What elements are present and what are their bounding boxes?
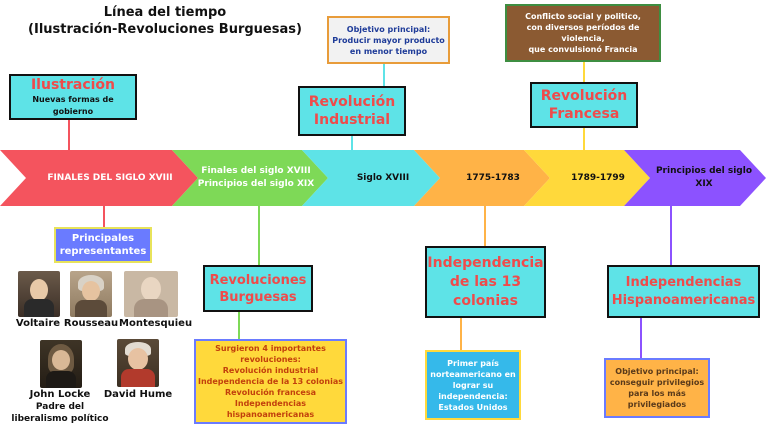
revolucion-francesa-title-2: Francesa xyxy=(548,106,620,122)
representantes-box: Principales representantes xyxy=(54,227,152,263)
timeline-segment-6 xyxy=(624,150,766,206)
revolucion-industrial-title-2: Industrial xyxy=(313,112,391,128)
revoluciones-burguesas-title-2: Burguesas xyxy=(219,289,297,305)
rousseau-portrait xyxy=(70,271,112,317)
timeline-label-5-text: 1789-1799 xyxy=(571,172,625,183)
conflicto-line-4: que convulsionó Francia xyxy=(528,45,638,54)
hispano-detail-4: privilegiados xyxy=(627,400,687,409)
john-locke-desc-1: Padre del xyxy=(35,402,85,412)
burguesas-detail-7: hispanoamericanas xyxy=(226,410,315,419)
burguesas-detail-6: Independencias xyxy=(234,399,307,408)
connector-conflicto xyxy=(583,62,585,82)
independencia-13-detail-2: norteamericano en xyxy=(430,369,516,379)
hispano-title-2: Hispanoamericanas xyxy=(611,292,756,308)
timeline-label-4-text: 1775-1783 xyxy=(466,172,520,183)
timeline-label-2: Finales del siglo XVIII Principios del s… xyxy=(190,150,322,206)
conflicto-line-2: con diversos períodos de xyxy=(526,23,640,32)
revoluciones-burguesas-title-1: Revoluciones xyxy=(209,272,307,288)
revolucion-industrial-box: Revolución Industrial xyxy=(298,86,406,136)
timeline-segment-4 xyxy=(414,150,550,206)
connector-industrial xyxy=(351,136,353,150)
hispano-detail-1: Objetivo principal: xyxy=(615,367,699,376)
montesquieu-portrait xyxy=(124,271,178,317)
timeline-label-3: Siglo XVIII xyxy=(328,150,438,206)
connector-representantes xyxy=(103,205,105,227)
independencia-13-title-1: Independencia xyxy=(427,254,544,271)
timeline-label-1-text: FINALES DEL SIGLO XVIII xyxy=(47,172,173,183)
connector-ilustracion xyxy=(68,120,70,150)
conflicto-line-3: violencia, xyxy=(561,34,605,43)
timeline-label-6: Principios del siglo XIX xyxy=(648,150,760,206)
timeline-segment-1 xyxy=(0,150,198,206)
objetivo-industrial-line-1: Objetivo principal: xyxy=(346,24,431,34)
independencia-13-title-2: de las 13 xyxy=(449,273,522,290)
burguesas-detail-box: Surgieron 4 importantes revoluciones: Re… xyxy=(194,339,347,424)
page-title: Línea del tiempo (Ilustración-Revolucion… xyxy=(0,4,330,38)
title-line-2: (Ilustración-Revoluciones Burguesas) xyxy=(28,22,302,37)
voltaire-portrait xyxy=(18,271,60,317)
timeline-label-3-text: Siglo XVIII xyxy=(356,172,410,183)
burguesas-detail-2: revoluciones: xyxy=(240,355,301,364)
timeline-segment-5 xyxy=(524,150,650,206)
independencia-13-detail-3: lograr su xyxy=(452,380,494,390)
timeline-label-5: 1789-1799 xyxy=(550,150,646,206)
hispano-detail-box: Objetivo principal: conseguir privilegio… xyxy=(604,358,710,418)
timeline-arrow xyxy=(0,150,766,206)
connector-independencia-detail xyxy=(460,318,462,350)
montesquieu-name: Montesquieu xyxy=(119,318,193,329)
independencia-13-title-3: colonias xyxy=(453,292,518,309)
timeline-label-6-line-2: XIX xyxy=(695,179,713,189)
independencia-13-box: Independencia de las 13 colonias xyxy=(425,246,546,318)
voltaire-name: Voltaire xyxy=(15,318,61,329)
burguesas-detail-3: Revolución industrial xyxy=(222,366,319,375)
timeline-segment-2 xyxy=(172,150,328,206)
ilustracion-subtitle: Nuevas formas de gobierno xyxy=(32,95,114,116)
conflicto-line-1: Conflicto social y politico, xyxy=(525,12,641,21)
burguesas-detail-5: Revolución francesa xyxy=(224,388,317,397)
timeline-label-1: FINALES DEL SIGLO XVIII xyxy=(30,150,190,206)
connector-hispano-detail xyxy=(640,318,642,358)
connector-francesa xyxy=(583,128,585,150)
revoluciones-burguesas-box: Revoluciones Burguesas xyxy=(203,265,313,312)
ilustracion-box: Ilustración Nuevas formas de gobierno xyxy=(9,74,137,120)
hispano-title-1: Independencias xyxy=(625,274,742,290)
revolucion-francesa-box: Revolución Francesa xyxy=(530,82,638,128)
connector-burguesas xyxy=(258,205,260,265)
david-hume-portrait xyxy=(117,339,159,387)
connector-burguesas-detail xyxy=(238,312,240,340)
connector-objetivo-industrial xyxy=(383,64,385,86)
revolucion-francesa-title-1: Revolución xyxy=(540,88,628,104)
representantes-line-1: Principales xyxy=(71,233,135,244)
hispano-detail-3: para los más xyxy=(628,389,686,398)
objetivo-industrial-box: Objetivo principal: Producir mayor produ… xyxy=(327,16,450,64)
timeline-label-2-line-1: Finales del siglo XVIII xyxy=(201,166,311,176)
objetivo-industrial-line-3: en menor tiempo xyxy=(349,46,428,56)
independencia-13-detail-5: Estados Unidos xyxy=(438,402,508,412)
timeline-segment-3 xyxy=(302,150,440,206)
independencia-13-detail-box: Primer país norteamericano en lograr su … xyxy=(425,350,521,420)
timeline-label-6-line-1: Principios del siglo xyxy=(655,166,753,176)
john-locke-desc-2: liberalismo político xyxy=(11,414,109,424)
connector-independencia xyxy=(484,205,486,247)
independencia-13-detail-4: independencia: xyxy=(438,391,508,401)
john-locke-portrait xyxy=(40,340,82,388)
timeline-label-4: 1775-1783 xyxy=(440,150,546,206)
burguesas-detail-4: Independencia de la 13 colonias xyxy=(197,377,344,386)
ilustracion-title: Ilustración xyxy=(30,77,116,93)
hispano-box: Independencias Hispanoamericanas xyxy=(607,265,760,318)
connector-hispano xyxy=(670,205,672,265)
burguesas-detail-1: Surgieron 4 importantes xyxy=(215,344,326,353)
david-hume-name: David Hume xyxy=(103,389,173,400)
title-line-1: Línea del tiempo xyxy=(103,5,227,20)
rousseau-name: Rousseau xyxy=(63,318,119,329)
john-locke-name: John Locke xyxy=(29,389,91,400)
objetivo-industrial-line-2: Producir mayor producto xyxy=(332,35,445,45)
conflicto-francesa-box: Conflicto social y politico, con diverso… xyxy=(505,4,661,62)
revolucion-industrial-title-1: Revolución xyxy=(308,94,396,110)
independencia-13-detail-1: Primer país xyxy=(447,358,499,368)
hispano-detail-2: conseguir privilegios xyxy=(609,378,705,387)
timeline-label-2-line-2: Principios del siglo XIX xyxy=(197,179,315,189)
representantes-line-2: representantes xyxy=(59,246,147,257)
